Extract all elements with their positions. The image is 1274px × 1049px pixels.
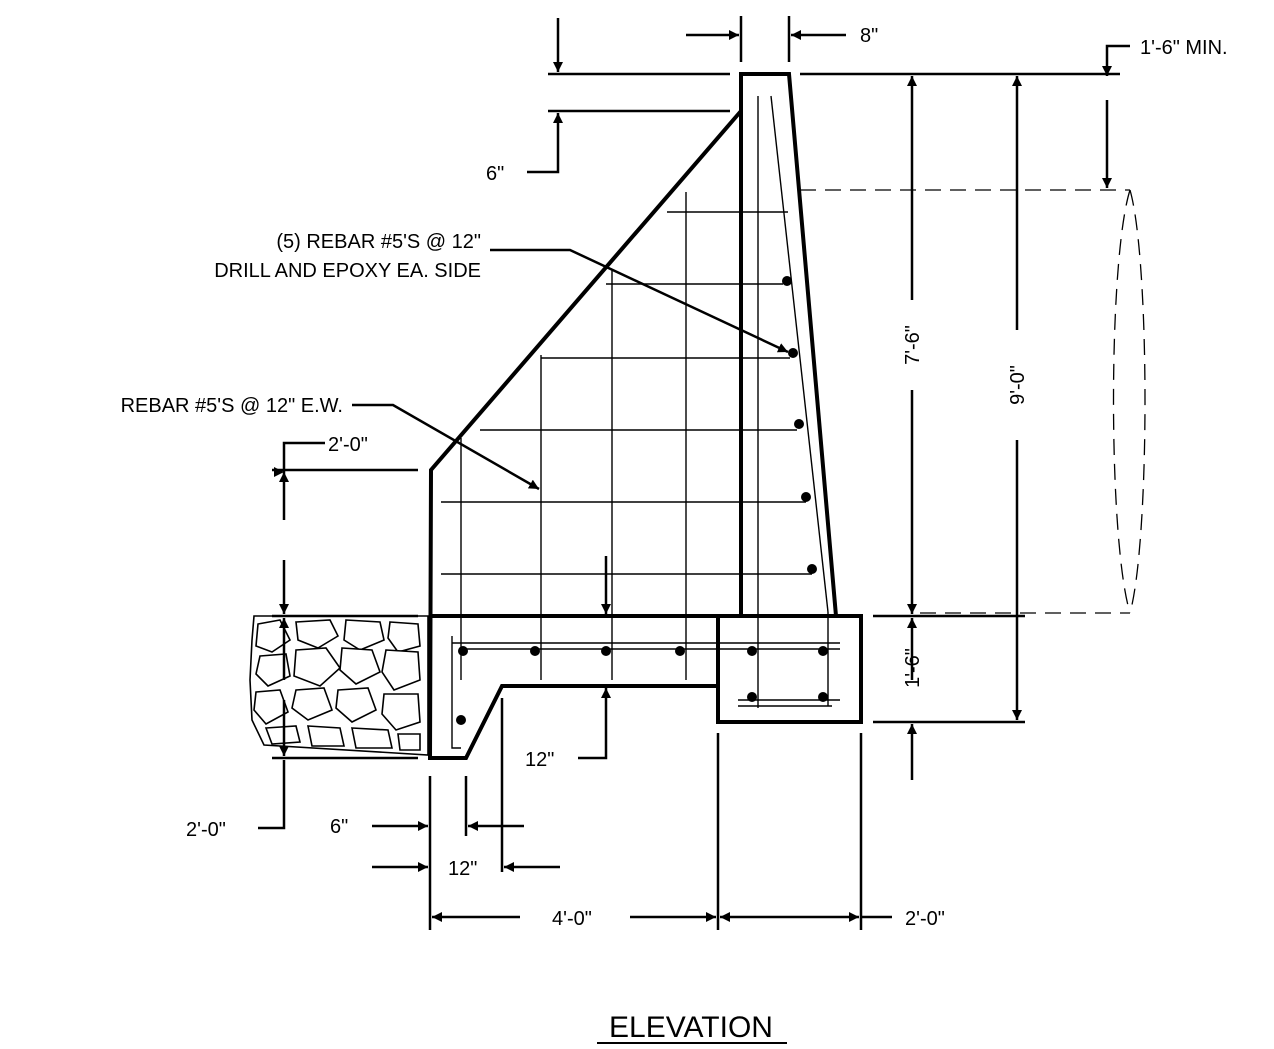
dim-footing-width: 2'-0" xyxy=(905,908,945,930)
dim-base-length: 4'-0" xyxy=(552,908,592,930)
dimension-lines xyxy=(258,16,1130,930)
drawing-title: ELEVATION xyxy=(609,1011,773,1044)
dim-buttress-step: 2'-0" xyxy=(328,434,368,456)
leader-lines xyxy=(352,248,789,491)
dim-min-cover: 1'-6" MIN. xyxy=(1140,37,1228,59)
wall-concrete-outline xyxy=(427,72,863,760)
dim-slope-width: 12" xyxy=(448,858,477,880)
dim-toe-offset: 6" xyxy=(330,816,348,838)
dim-stem-top-width: 8" xyxy=(860,25,878,47)
note-rebar-dowels-line1: (5) REBAR #5'S @ 12" xyxy=(276,231,481,253)
dim-keyway-depth: 12" xyxy=(525,749,554,771)
rebar-dots xyxy=(456,276,828,725)
rubble-fill xyxy=(249,615,429,756)
existing-pipe-outline xyxy=(800,189,1146,614)
note-rebar-dowels-line2: DRILL AND EPOXY EA. SIDE xyxy=(214,260,481,282)
note-rebar-ew: REBAR #5'S @ 12" E.W. xyxy=(121,395,343,417)
rebar-grid xyxy=(441,95,840,749)
dim-top-offset: 6" xyxy=(486,163,504,185)
dim-stem-height: 7'-6" xyxy=(902,325,924,365)
dim-footing-depth: 1'-6" xyxy=(902,648,924,688)
dim-total-height: 9'-0" xyxy=(1007,365,1029,405)
dim-toe-depth: 2'-0" xyxy=(186,819,226,841)
